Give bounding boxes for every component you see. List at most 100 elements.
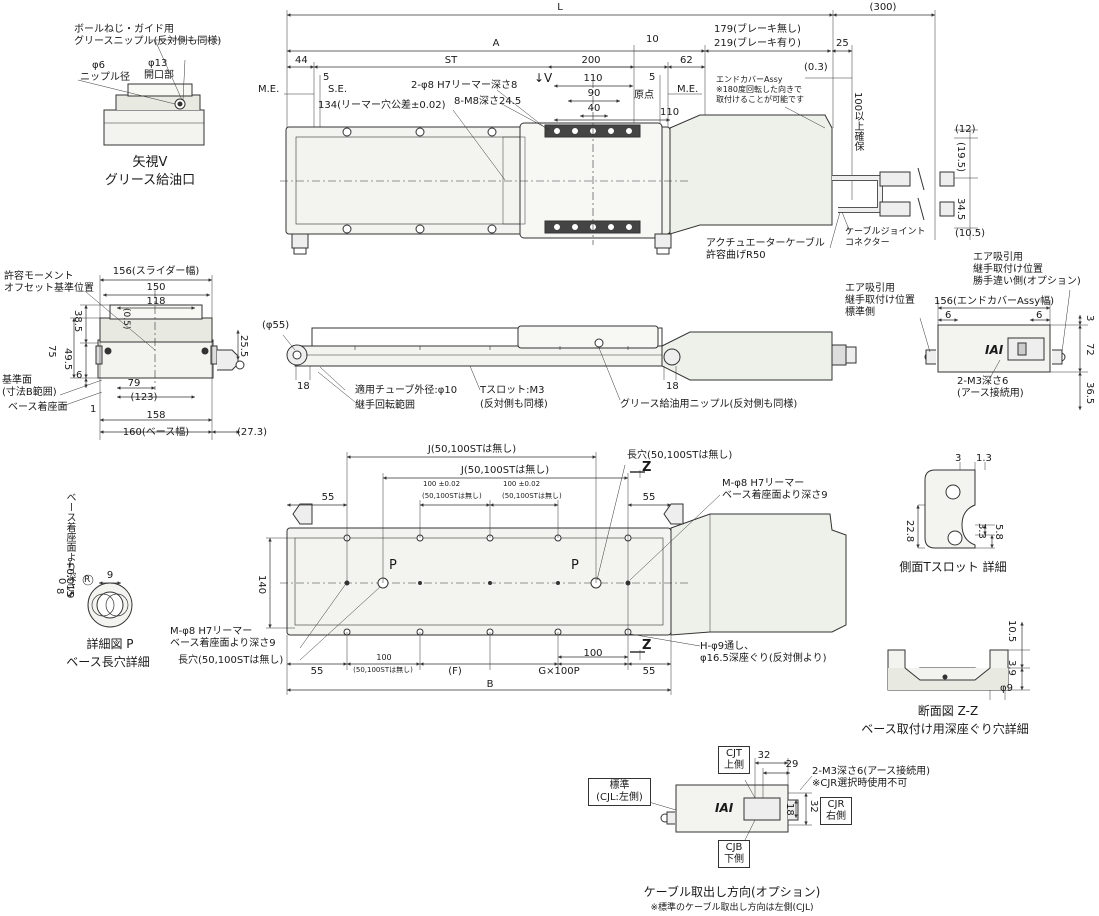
label-z-top: Z: [642, 460, 652, 475]
dim-brake-with: 219(ブレーキ有り): [714, 38, 801, 49]
dim-18a: 18: [297, 381, 310, 392]
dim-9: 9: [106, 570, 114, 581]
label-endcover: エンドカバーAssy※180度回転した向きで取付けることが可能です: [716, 75, 804, 104]
dim-75: 75: [46, 345, 57, 358]
dim-3-tslot: 3: [955, 453, 962, 464]
dim-G: G×100P: [538, 666, 580, 677]
dim-3-3: 3.3: [976, 523, 987, 539]
dim-10: 10: [646, 34, 659, 45]
dim-110a: 110: [583, 73, 603, 84]
label-phi13: φ13: [148, 58, 168, 69]
dim-100b: 100 ±0.02: [503, 480, 541, 488]
dim-25: 25: [836, 38, 849, 49]
dim-endcover-width: 156(エンドカバーAssy幅): [933, 296, 1055, 307]
label-phi6: φ6: [92, 60, 105, 71]
label-ream-right: M-φ8 H7リーマーベース着座面より深さ9: [722, 478, 828, 501]
caption-view-v: 矢視V: [132, 155, 168, 170]
caption-base-slot: ベース長穴詳細: [66, 655, 150, 669]
dim-110b: 110: [660, 107, 680, 118]
logo-iai: IAI: [985, 343, 1004, 357]
label-ream-left: M-φ8 H7リーマーベース着座面より深さ9: [170, 626, 276, 649]
dim-62: 62: [680, 55, 693, 66]
dim-32v: 32: [808, 800, 819, 813]
dim-79: 79: [127, 378, 141, 389]
label-me-left: M.E.: [258, 84, 280, 95]
dim-J1: J(50,100STは無し): [427, 444, 517, 455]
label-slot-bottom: 長穴(50,100STは無し): [178, 655, 284, 666]
cable-direction-view: [641, 758, 813, 841]
end-view: [59, 275, 245, 440]
dim-10-5-zz: 10.5: [1006, 620, 1017, 643]
caption-zz: 断面図 Z-Z: [917, 704, 979, 718]
dim-base-width: 160(ベース幅): [122, 427, 190, 438]
label-reference: 基準面(寸法B範囲): [2, 375, 57, 398]
dim-118: 118: [146, 296, 166, 307]
dim-A: A: [492, 38, 500, 49]
dim-200: 200: [581, 55, 601, 66]
dim-90: 90: [587, 88, 601, 99]
dim-5-8: 5.8: [993, 524, 1004, 540]
label-tube: 適用チューブ外径:φ10: [355, 385, 458, 396]
label-nipple-dia: ニップル径: [80, 72, 130, 83]
dim-36-5: 36.5: [1084, 382, 1095, 405]
label-m3: 2-M3深さ6(アース接続用): [957, 376, 1024, 399]
label-h-holes: H-φ9通し、φ16.5深座ぐり(反対側より): [700, 641, 827, 664]
label-air-opt: エア吸引用継手取付け位置勝手違い側(オプション): [973, 252, 1081, 287]
caption-grease: グリース給油口: [104, 173, 196, 188]
dim-F: (F): [448, 666, 462, 677]
dim-3: 3: [1084, 315, 1095, 322]
dim-32: 32: [757, 750, 771, 761]
label-grease-nipple-side: グリース給油用ニップル(反対側も同様): [620, 399, 798, 410]
dim-6: 6: [76, 370, 83, 381]
dim-150: 150: [146, 282, 166, 293]
dim-L: L: [557, 2, 563, 13]
dim-27-3: (27.3): [237, 427, 268, 438]
dim-8: 8: [54, 588, 65, 595]
label-origin: 原点: [634, 90, 654, 101]
label-tslot2: (反対側も同様): [480, 399, 548, 410]
label-cable-m3: 2-M3深さ6(アース接続用)※CJR選択時使用不可: [812, 766, 931, 789]
label-p1: P: [389, 558, 397, 573]
label-z-bottom: Z: [642, 638, 652, 653]
label-p2: P: [571, 558, 579, 573]
dim-3-9: 3.9: [1006, 660, 1017, 676]
dim-55a: 55: [321, 492, 335, 503]
label-ream134: 134(リーマー穴公差±0.02): [318, 100, 446, 111]
dim-8-tol-lo: 0: [56, 578, 67, 585]
section-zz: [887, 622, 1030, 700]
dim-phi9: φ9: [1000, 683, 1013, 694]
label-opening: 開口部: [144, 70, 174, 81]
detail-p: [82, 574, 133, 628]
bottom-view: [266, 452, 847, 695]
dim-1-3: 1.3: [976, 453, 992, 464]
dim-158: 158: [146, 410, 166, 421]
caption-cable-direction: ケーブル取出し方向(オプション): [643, 885, 821, 899]
dim-1: 1: [90, 404, 97, 415]
dim-100a: 100 ±0.02: [423, 480, 461, 488]
grease-view-v: [77, 39, 220, 146]
label-moment: 許容モーメントオフセット基準位置: [4, 271, 94, 294]
dim-18b: 18: [666, 381, 679, 392]
dim-22-8: 22.8: [904, 520, 915, 543]
label-air-std: エア吸引用継手取付け位置標準側: [845, 283, 915, 318]
dim-J2: J(50,100STは無し): [460, 465, 550, 476]
label-actuator-cable: アクチュエーターケーブル許容曲げR50: [706, 238, 825, 261]
label-detail-p-depth: ベース着座面より深さ9: [64, 492, 75, 599]
label-tslot1: Tスロット:M3: [480, 385, 545, 396]
dim-140: 140: [256, 575, 267, 595]
dim-55c: 55: [310, 666, 324, 677]
logo-iai-cable: IAI: [715, 801, 734, 815]
tslot-detail: [916, 462, 995, 549]
dim-300: (300): [869, 2, 897, 13]
dim-29: 29: [785, 759, 799, 770]
dim-34-5: 34.5: [955, 198, 966, 221]
label-r: R: [84, 575, 91, 585]
dim-72: 72: [1084, 343, 1095, 356]
dim-brake-none: 179(ブレーキ無し): [714, 24, 801, 35]
dim-18-cable: 18: [784, 803, 795, 816]
dim-phi55: (φ55): [262, 320, 290, 331]
